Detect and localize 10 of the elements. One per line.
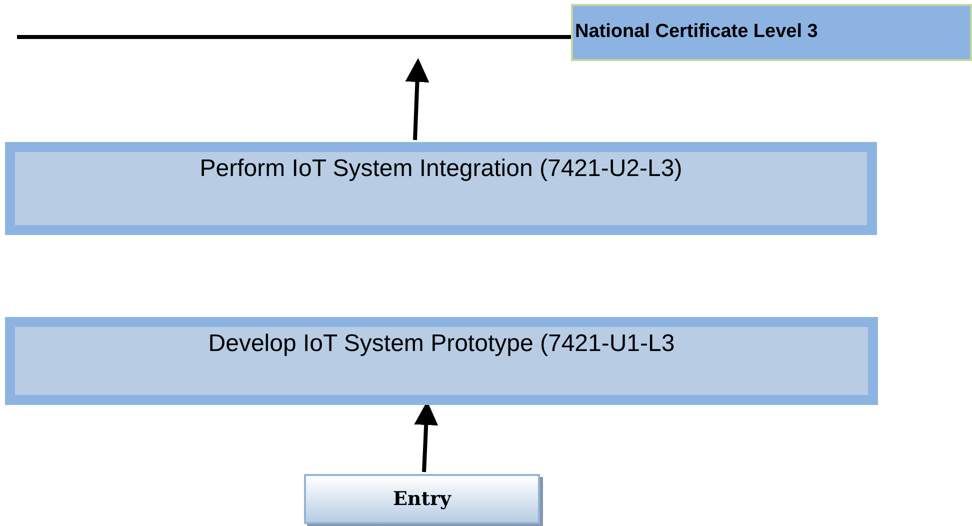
unit-title: Perform IoT System Integration (7421-U2-L3) <box>198 154 684 184</box>
entry-box <box>304 474 540 524</box>
connector-line <box>17 35 571 39</box>
unit-title: Develop IoT System Prototype (7421-U1-L3 <box>207 329 676 359</box>
entry-label: Entry <box>392 486 452 512</box>
unit-box <box>5 142 877 235</box>
level-title: National Certificate Level 3 <box>575 20 819 44</box>
arrow <box>405 58 430 140</box>
level-box <box>571 4 972 61</box>
unit-box <box>5 317 878 405</box>
